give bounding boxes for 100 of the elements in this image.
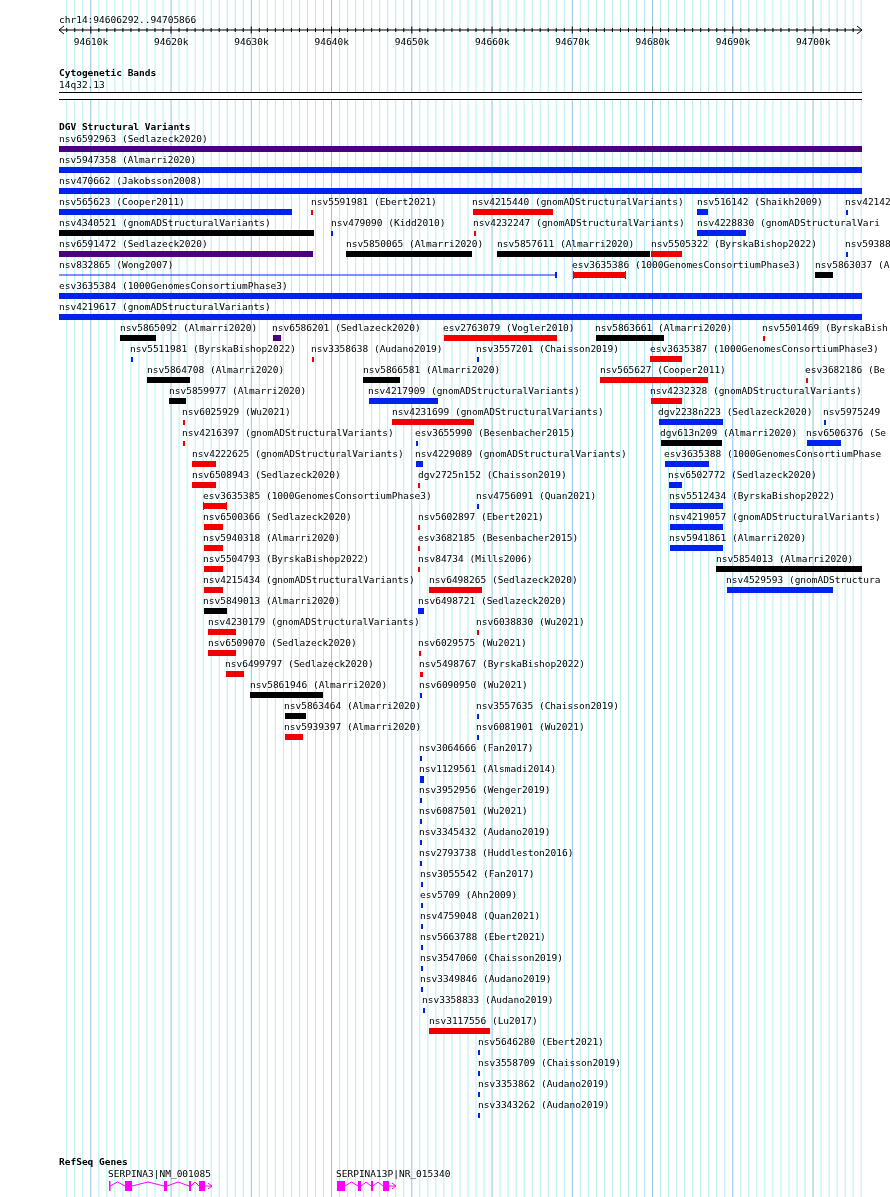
variant-label: nsv5646280 (Ebert2021) bbox=[478, 1036, 604, 1048]
track-title: Cytogenetic Bands bbox=[59, 67, 157, 79]
variant-label: esv3635387 (1000GenomesConsortiumPhase3) bbox=[650, 343, 879, 355]
variant-label: nsv2793738 (Huddleston2016) bbox=[419, 847, 574, 859]
variant-label: nsv6081901 (Wu2021) bbox=[476, 721, 585, 733]
variant-label: nsv6500366 (Sedlazeck2020) bbox=[203, 511, 352, 523]
track-title: DGV Structural Variants bbox=[59, 121, 191, 133]
variant-label: nsv5849013 (Almarri2020) bbox=[203, 595, 341, 607]
variant-label: nsv6090950 (Wu2021) bbox=[419, 679, 528, 691]
variant-label: esv3635386 (1000GenomesConsortiumPhase3) bbox=[572, 259, 801, 271]
variant-label: nsv5863037 (A bbox=[815, 259, 890, 271]
location-label: chr14:94606292..94705866 bbox=[59, 14, 197, 26]
variant-label: nsv6025929 (Wu2021) bbox=[182, 406, 291, 418]
tick-label: 94680k bbox=[635, 36, 670, 48]
variant-label: nsv4340521 (gnomADStructuralVariants) bbox=[59, 217, 271, 229]
tick-label: 94660k bbox=[475, 36, 510, 48]
variant-label: nsv3557201 (Chaisson2019) bbox=[476, 343, 619, 355]
variant-label: esv3635385 (1000GenomesConsortiumPhase3) bbox=[203, 490, 432, 502]
variant-label: nsv5512434 (ByrskaBishop2022) bbox=[669, 490, 835, 502]
variant-label: nsv3358833 (Audano2019) bbox=[422, 994, 554, 1006]
variant-label: nsv3064666 (Fan2017) bbox=[419, 742, 534, 754]
variant-label: esv3635388 (1000GenomesConsortiumPhase bbox=[664, 448, 882, 460]
variant-label: esv3682186 (Be bbox=[805, 364, 886, 376]
variant-label: nsv832865 (Wong2007) bbox=[59, 259, 174, 271]
variant-label: nsv5859977 (Almarri2020) bbox=[169, 385, 307, 397]
variant-label: nsv4230179 (gnomADStructuralVariants) bbox=[208, 616, 420, 628]
variant-label: nsv4216397 (gnomADStructuralVariants) bbox=[182, 427, 394, 439]
variant-label: nsv479090 (Kidd2010) bbox=[331, 217, 446, 229]
variant-label: nsv3349846 (Audano2019) bbox=[420, 973, 552, 985]
variant-label: nsv3547060 (Chaisson2019) bbox=[420, 952, 563, 964]
variant-label: nsv6502772 (Sedlazeck2020) bbox=[668, 469, 817, 481]
variant-label: nsv6592963 (Sedlazeck2020) bbox=[59, 133, 208, 145]
variant-label: nsv5861946 (Almarri2020) bbox=[250, 679, 388, 691]
variant-label: nsv4215434 (gnomADStructuralVariants) bbox=[203, 574, 415, 586]
variant-label: nsv5854013 (Almarri2020) bbox=[716, 553, 854, 565]
variant-label: nsv4232247 (gnomADStructuralVariants) bbox=[473, 217, 685, 229]
variant-label: nsv42142 bbox=[845, 196, 890, 208]
variant-label: nsv3345432 (Audano2019) bbox=[419, 826, 551, 838]
variant-label: nsv3358638 (Audano2019) bbox=[311, 343, 443, 355]
variant-label: nsv5505322 (ByrskaBishop2022) bbox=[651, 238, 817, 250]
variant-label: nsv5504793 (ByrskaBishop2022) bbox=[203, 553, 369, 565]
variant-label: dgv2238n223 (Sedlazeck2020) bbox=[658, 406, 813, 418]
variant-label: nsv5850065 (Almarri2020) bbox=[346, 238, 484, 250]
gene-label: SERPINA13P|NR_015340 bbox=[336, 1168, 451, 1180]
variant-label: dgv2725n152 (Chaisson2019) bbox=[418, 469, 567, 481]
gene-label: SERPINA3|NM_001085 bbox=[108, 1168, 211, 1180]
variant-label: nsv4217909 (gnomADStructuralVariants) bbox=[368, 385, 580, 397]
variant-label: nsv6087501 (Wu2021) bbox=[419, 805, 528, 817]
variant-label: nsv5602897 (Ebert2021) bbox=[418, 511, 544, 523]
variant-label: nsv5865092 (Almarri2020) bbox=[120, 322, 258, 334]
variant-label: nsv6506376 (Se bbox=[806, 427, 887, 439]
tick-label: 94610k bbox=[73, 36, 109, 48]
variant-label: nsv5663788 (Ebert2021) bbox=[420, 931, 546, 943]
tick-label: 94650k bbox=[394, 36, 430, 48]
variant-label: nsv5498767 (ByrskaBishop2022) bbox=[419, 658, 585, 670]
cytoband-label: 14q32.13 bbox=[59, 79, 105, 91]
variant-label: nsv5975249 bbox=[823, 406, 881, 418]
variant-label: nsv3952956 (Wenger2019) bbox=[419, 784, 551, 796]
variant-label: nsv3558709 (Chaisson2019) bbox=[478, 1057, 621, 1069]
variant-label: nsv3055542 (Fan2017) bbox=[420, 868, 535, 880]
tick-label: 94640k bbox=[314, 36, 349, 48]
track-title: RefSeq Genes bbox=[59, 1156, 128, 1168]
variant-label: nsv5864708 (Almarri2020) bbox=[147, 364, 285, 376]
variant-label: esv2763079 (Vogler2010) bbox=[443, 322, 575, 334]
tick-label: 94620k bbox=[154, 36, 189, 48]
variant-label: nsv5511981 (ByrskaBishop2022) bbox=[130, 343, 296, 355]
variant-label: nsv6498265 (Sedlazeck2020) bbox=[429, 574, 578, 586]
variant-label: nsv3353862 (Audano2019) bbox=[478, 1078, 610, 1090]
variant-label: nsv4529593 (gnomADStructura bbox=[726, 574, 881, 586]
variant-label: nsv6508943 (Sedlazeck2020) bbox=[192, 469, 341, 481]
variant-label: nsv5866581 (Almarri2020) bbox=[363, 364, 501, 376]
variant-label: esv5709 (Ahn2009) bbox=[420, 889, 518, 901]
variant-label: nsv4229089 (gnomADStructuralVariants) bbox=[415, 448, 627, 460]
variant-label: nsv5857611 (Almarri2020) bbox=[497, 238, 635, 250]
variant-label: nsv4228830 (gnomADStructuralVari bbox=[697, 217, 881, 229]
variant-label: nsv4756091 (Quan2021) bbox=[476, 490, 597, 502]
variant-label: nsv59388 bbox=[845, 238, 890, 250]
tick-label: 94630k bbox=[234, 36, 269, 48]
variant-label: nsv565623 (Cooper2011) bbox=[59, 196, 185, 208]
variant-label: nsv470662 (Jakobsson2008) bbox=[59, 175, 202, 187]
variant-label: nsv3117556 (Lu2017) bbox=[429, 1015, 538, 1027]
variant-label: nsv3343262 (Audano2019) bbox=[478, 1099, 610, 1111]
variant-label: esv3635384 (1000GenomesConsortiumPhase3) bbox=[59, 280, 288, 292]
variant-label: nsv4219057 (gnomADStructuralVariants) bbox=[669, 511, 881, 523]
variant-label: nsv1129561 (Alsmadi2014) bbox=[419, 763, 557, 775]
variant-label: nsv6509070 (Sedlazeck2020) bbox=[208, 637, 357, 649]
variant-label: dgv613n209 (Almarri2020) bbox=[660, 427, 798, 439]
variant-label: nsv3557635 (Chaisson2019) bbox=[476, 700, 619, 712]
variant-label: nsv4219617 (gnomADStructuralVariants) bbox=[59, 301, 271, 313]
variant-label: nsv565627 (Cooper2011) bbox=[600, 364, 726, 376]
variant-label: nsv6498721 (Sedlazeck2020) bbox=[418, 595, 567, 607]
variant-label: esv3682185 (Besenbacher2015) bbox=[418, 532, 579, 544]
variant-label: nsv5863661 (Almarri2020) bbox=[595, 322, 733, 334]
variant-label: nsv4759048 (Quan2021) bbox=[420, 910, 541, 922]
variant-label: nsv4231699 (gnomADStructuralVariants) bbox=[392, 406, 604, 418]
variant-label: nsv5863464 (Almarri2020) bbox=[284, 700, 422, 712]
variant-label: nsv4215440 (gnomADStructuralVariants) bbox=[472, 196, 684, 208]
variant-label: nsv4232328 (gnomADStructuralVariants) bbox=[650, 385, 862, 397]
variant-label: nsv5947358 (Almarri2020) bbox=[59, 154, 197, 166]
variant-label: nsv5940318 (Almarri2020) bbox=[203, 532, 341, 544]
